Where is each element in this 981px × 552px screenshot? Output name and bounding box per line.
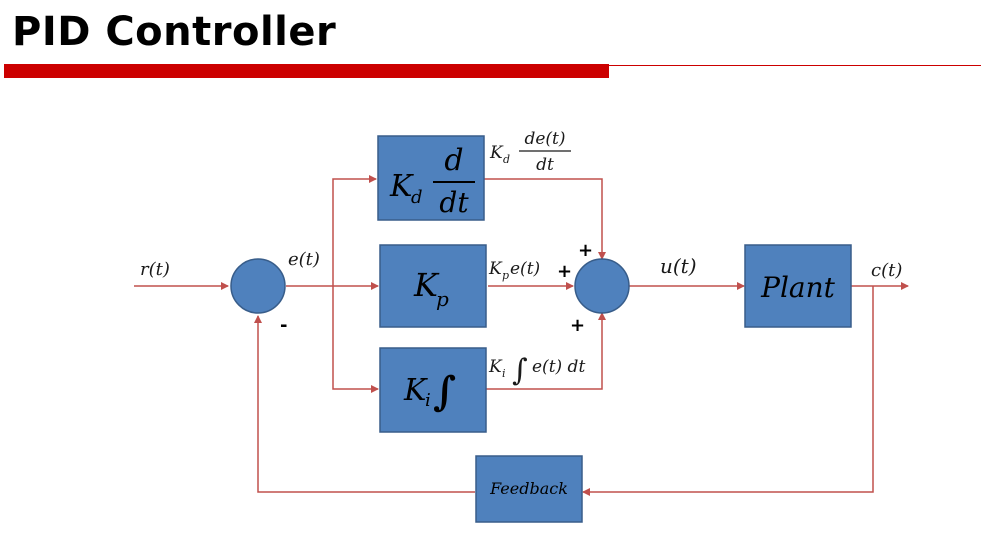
derivative-term-sub: d [503,153,510,166]
derivative-op-den: dt [439,186,469,219]
top-plus-sign: + [578,240,593,261]
wire-derivative-to-sum [484,178,606,260]
feedback-block [475,455,583,523]
wire-output-to-feedback [582,286,874,496]
proportional-term-rest: e(t) [510,259,540,279]
proportional-gain: K [413,266,440,304]
output-signal-label: c(t) [871,260,902,281]
integral-symbol: ∫ [433,368,456,415]
wire-error-to-derivative [332,175,377,286]
integral-term-symbol: ∫ [512,353,528,388]
control-signal-label: u(t) [660,254,697,278]
integral-block [379,347,487,433]
output-summing-junction [574,258,630,314]
derivative-term-den: dt [536,155,554,175]
derivative-gain-sub: d [411,187,423,208]
wire-feedback-to-summer [254,315,475,493]
integral-term-rest: e(t) dt [532,357,585,377]
wire-error-to-integral [332,286,379,393]
title-underline-thick [4,64,609,78]
integral-term-gain: K [488,357,503,377]
page-title: PID Controller [12,9,337,55]
title-underline-thin [609,65,981,66]
error-signal-label: e(t) [288,249,320,270]
plant-label: Plant [760,271,836,304]
wire-integral-to-sum [486,312,606,390]
integral-term-sub: i [502,367,506,380]
plant-block [744,244,852,328]
integral-gain-sub: i [425,390,431,411]
proportional-block [379,244,487,328]
bottom-plus-sign: + [570,315,585,336]
derivative-block [377,135,485,221]
derivative-term-num: de(t) [524,129,565,149]
derivative-op-num: d [444,143,463,178]
proportional-gain-sub: p [436,287,449,311]
error-summing-junction [230,258,286,314]
proportional-term-gain: K [488,259,503,279]
derivative-gain: K [389,169,414,204]
proportional-term-sub: p [502,269,509,282]
derivative-term-gain: K [489,143,504,163]
reference-signal-label: r(t) [140,259,170,280]
feedback-minus-sign: - [280,315,287,336]
middle-plus-sign: + [557,261,572,282]
feedback-label: Feedback [489,479,568,498]
integral-gain: K [403,373,428,408]
